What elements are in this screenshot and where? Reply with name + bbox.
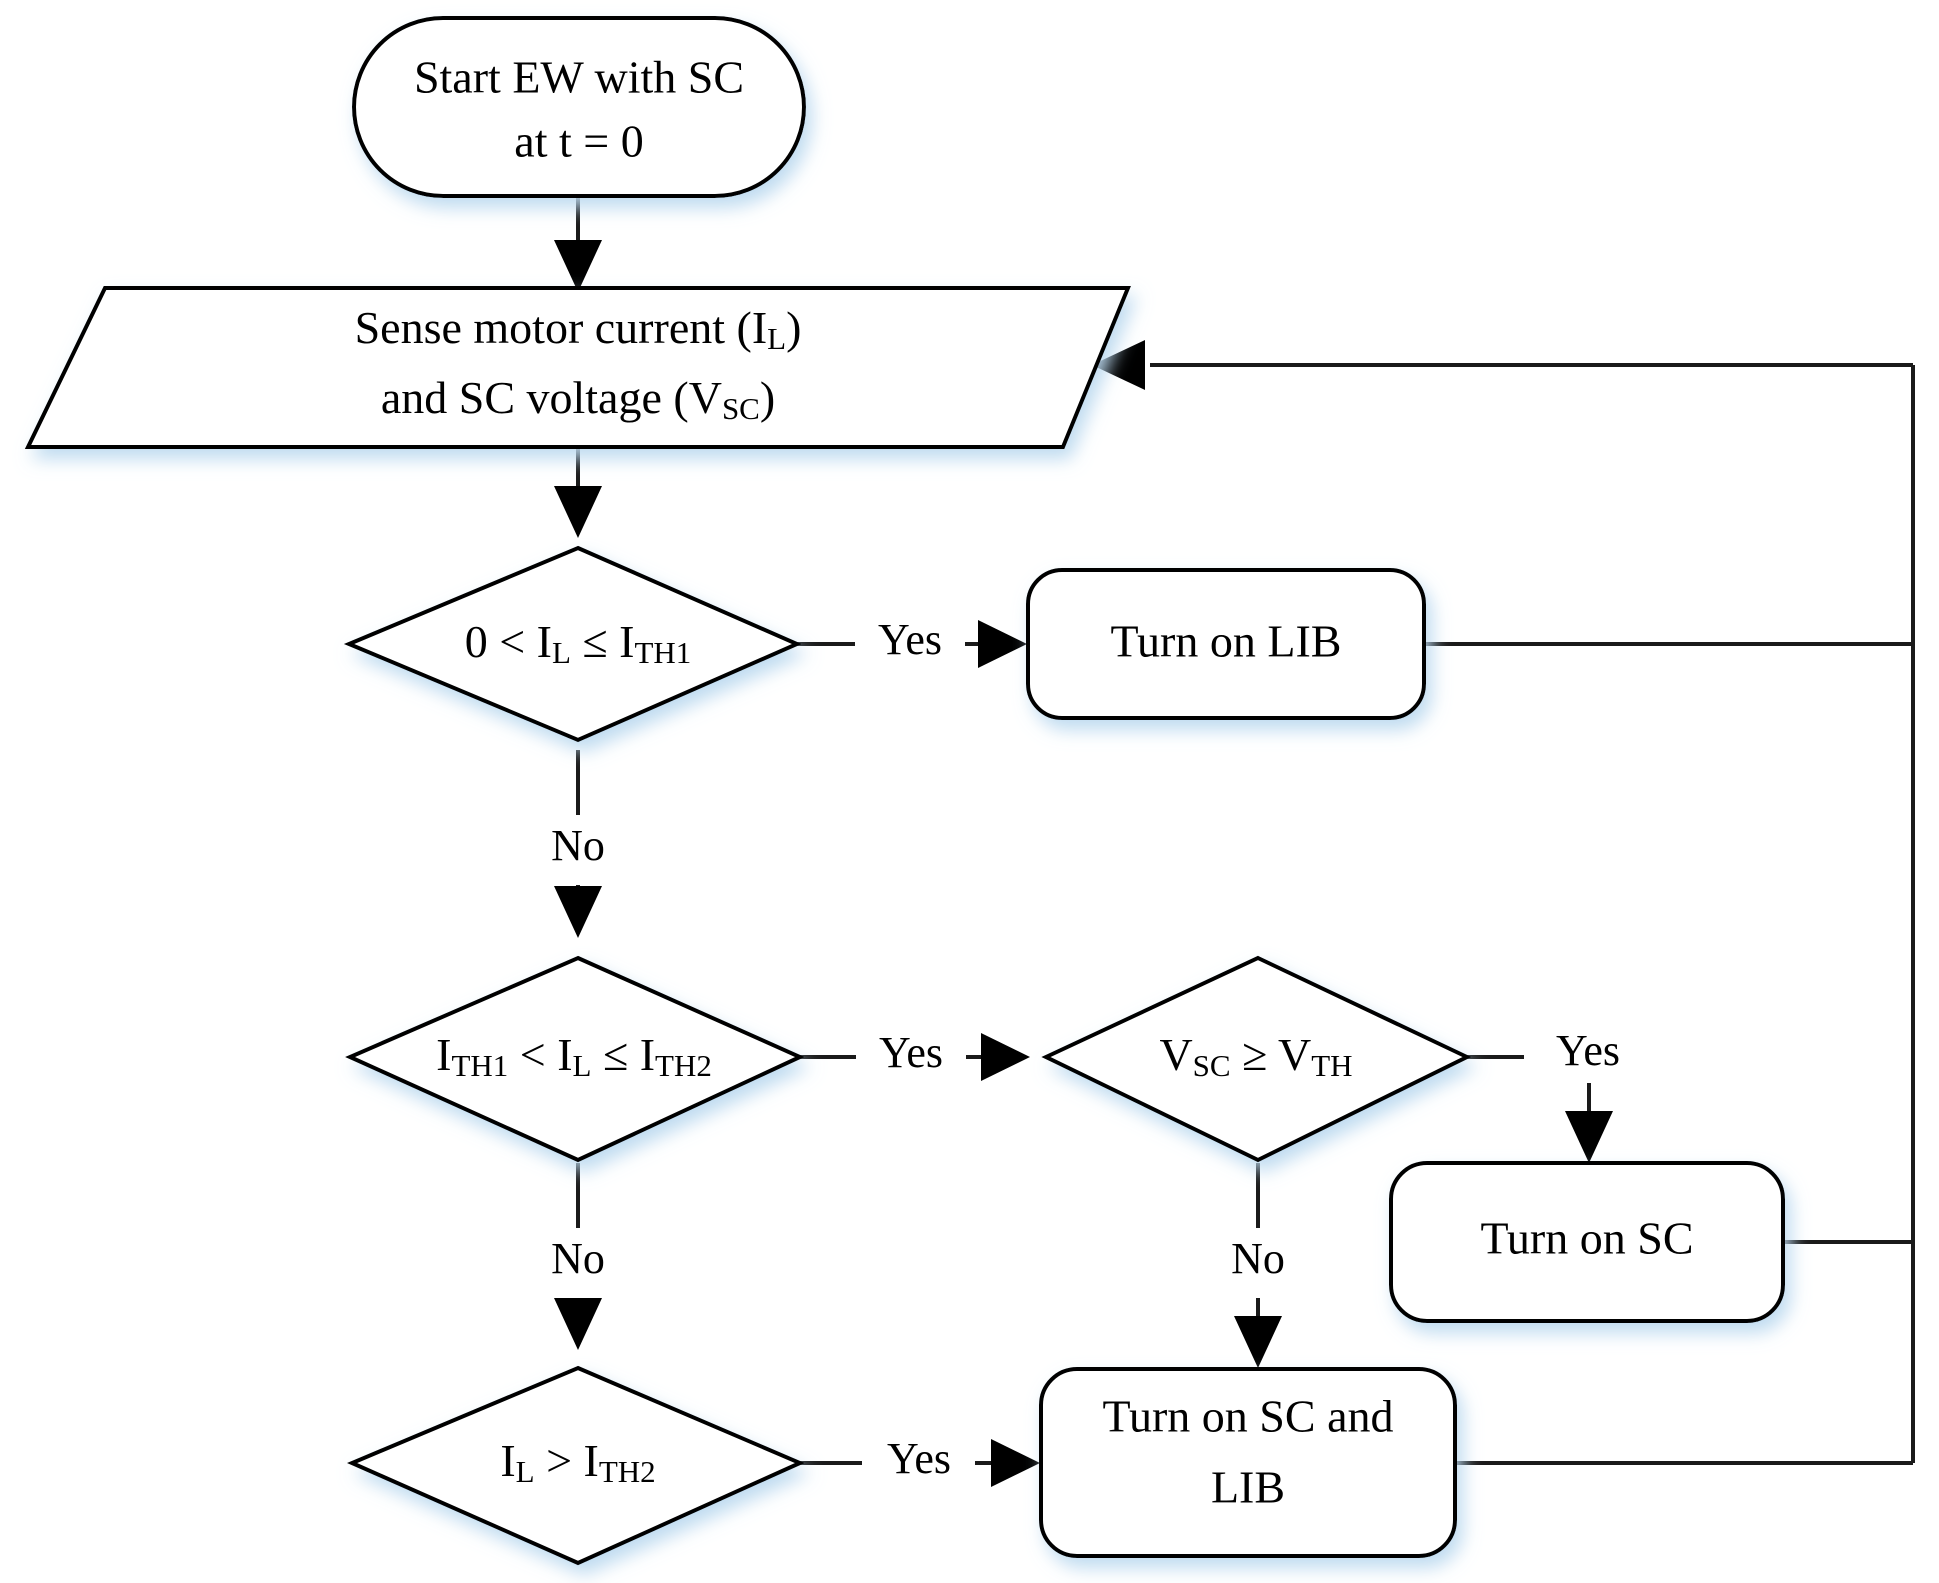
node-decision3[interactable]: VSC ≥ VTH xyxy=(1041,955,1472,1163)
edge-decision1-yes xyxy=(797,620,1027,668)
d3-p3: TH xyxy=(1311,1048,1352,1083)
node-decision4[interactable]: IL > ITH2 xyxy=(346,1365,805,1566)
edge-decision3-no xyxy=(1234,1163,1282,1368)
d3-p0: V xyxy=(1159,1029,1192,1080)
d2-p1: TH1 xyxy=(451,1048,508,1083)
edge-start-to-sense xyxy=(554,195,602,292)
node-sense-line2: and SC voltage (VSC) xyxy=(381,372,775,427)
edge-decision3-yes xyxy=(1467,1055,1613,1163)
node-start-line2: at t = 0 xyxy=(514,116,643,167)
d4-p1: L xyxy=(516,1454,535,1489)
edge-feedback-bus xyxy=(1092,340,1915,1465)
sense-line1-b: ) xyxy=(786,302,801,353)
edge-label-yes-3: Yes xyxy=(1556,1026,1620,1075)
d2-p4: ≤ I xyxy=(591,1029,655,1080)
d3-p2: ≥ V xyxy=(1231,1029,1312,1080)
edge-label-yes-1: Yes xyxy=(878,615,942,664)
node-sense-line1: Sense motor current (IL) xyxy=(355,302,802,357)
edge-decision1-no xyxy=(554,750,602,938)
edge-label-no-2: No xyxy=(551,1234,605,1283)
node-start[interactable]: Start EW with SC at t = 0 xyxy=(352,16,806,198)
sense-line1-sub: L xyxy=(767,321,786,356)
node-decision2[interactable]: ITH1 < IL ≤ ITH2 xyxy=(345,955,805,1163)
node-action-turn-on-lib[interactable]: Turn on LIB xyxy=(1026,568,1426,720)
sense-line2-sub: SC xyxy=(722,391,760,426)
d3-p1: SC xyxy=(1193,1048,1231,1083)
node-action-turn-on-sc[interactable]: Turn on SC xyxy=(1389,1161,1785,1323)
node-start-line1: Start EW with SC xyxy=(414,52,744,103)
edge-label-no-1: No xyxy=(551,821,605,870)
node-decision2-label: ITH1 < IL ≤ ITH2 xyxy=(436,1029,712,1084)
sense-line2-a: and SC voltage (V xyxy=(381,372,722,423)
node-action-sc-lib-line2: LIB xyxy=(1211,1462,1285,1513)
d1-p0: 0 < I xyxy=(465,616,552,667)
node-sense[interactable]: Sense motor current (IL) and SC voltage … xyxy=(24,286,1131,449)
edge-label-yes-4: Yes xyxy=(887,1434,951,1483)
node-decision4-label: IL > ITH2 xyxy=(500,1435,655,1490)
d2-p0: I xyxy=(436,1029,451,1080)
d1-p1: L xyxy=(552,635,571,670)
d4-p3: TH2 xyxy=(599,1454,656,1489)
edge-decision4-yes xyxy=(800,1439,1040,1487)
edge-sense-to-decision1 xyxy=(554,448,602,538)
sense-line2-b: ) xyxy=(760,372,775,423)
d2-p3: L xyxy=(573,1048,592,1083)
edge-label-no-3: No xyxy=(1231,1234,1285,1283)
node-action-lib-label: Turn on LIB xyxy=(1111,616,1342,667)
edge-decision2-yes xyxy=(800,1033,1030,1081)
node-action-sc-label: Turn on SC xyxy=(1480,1213,1693,1264)
edge-label-yes-2: Yes xyxy=(879,1028,943,1077)
node-decision1-label: 0 < IL ≤ ITH1 xyxy=(465,616,692,671)
d4-p0: I xyxy=(500,1435,515,1486)
d4-p2: > I xyxy=(535,1435,599,1486)
node-decision1[interactable]: 0 < IL ≤ ITH1 xyxy=(343,545,802,743)
node-decision3-label: VSC ≥ VTH xyxy=(1159,1029,1352,1084)
d2-p2: < I xyxy=(508,1029,572,1080)
d2-p5: TH2 xyxy=(655,1048,712,1083)
node-action-sc-lib-line1: Turn on SC and xyxy=(1103,1391,1394,1442)
d1-p3: TH1 xyxy=(634,635,691,670)
node-action-turn-on-sc-and-lib[interactable]: Turn on SC and LIB xyxy=(1039,1367,1457,1558)
sense-line1-a: Sense motor current (I xyxy=(355,302,768,353)
edge-decision2-no xyxy=(554,1163,602,1350)
d1-p2: ≤ I xyxy=(571,616,635,667)
